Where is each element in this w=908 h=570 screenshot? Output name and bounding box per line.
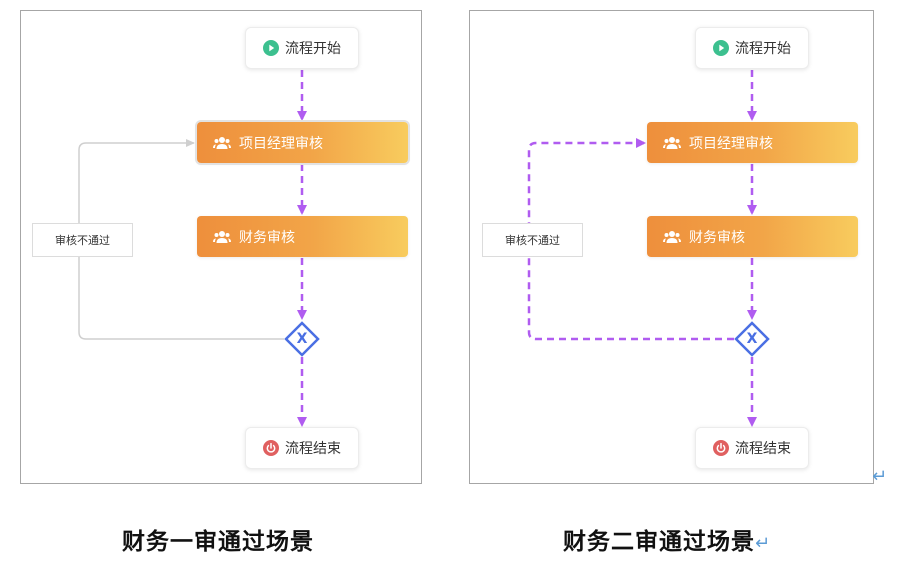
end-label: 流程结束 (285, 441, 341, 457)
caption-left: 财务一审通过场景 (122, 522, 314, 556)
start-node-left[interactable]: 流程开始 (245, 27, 359, 69)
exclusive-gateway-right[interactable]: X (734, 321, 770, 357)
users-icon (663, 230, 681, 244)
reject-label-box-left[interactable]: 审核不通过 (32, 223, 133, 257)
reject-label: 审核不通过 (505, 234, 560, 247)
task-pm-review-right[interactable]: 项目经理审核 (647, 122, 858, 163)
task-label: 项目经理审核 (689, 135, 773, 152)
gateway-label: X (746, 331, 758, 347)
start-label: 流程开始 (735, 41, 791, 57)
end-label: 流程结束 (735, 441, 791, 457)
task-label: 项目经理审核 (239, 135, 323, 152)
power-icon (263, 440, 279, 456)
power-icon (713, 440, 729, 456)
task-label: 财务审核 (239, 229, 295, 246)
users-icon (663, 136, 681, 150)
reject-label-box-right[interactable]: 审核不通过 (482, 223, 583, 257)
gateway-label: X (296, 331, 308, 347)
reject-label: 审核不通过 (55, 234, 110, 247)
caption-right: 财务二审通过场景↵ (563, 522, 771, 556)
users-icon (213, 230, 231, 244)
exclusive-gateway-left[interactable]: X (284, 321, 320, 357)
end-node-left[interactable]: 流程结束 (245, 427, 359, 469)
end-node-right[interactable]: 流程结束 (695, 427, 809, 469)
start-node-right[interactable]: 流程开始 (695, 27, 809, 69)
users-icon (213, 136, 231, 150)
caption-text: 财务二审通过场景 (563, 529, 755, 555)
return-mark: ↵ (755, 533, 772, 554)
play-circle-icon (713, 40, 729, 56)
exclusive-gateway-icon (284, 321, 320, 357)
play-circle-icon (263, 40, 279, 56)
start-label: 流程开始 (285, 41, 341, 57)
task-finance-review-left[interactable]: 财务审核 (197, 216, 408, 257)
caption-text: 财务一审通过场景 (122, 529, 314, 555)
task-pm-review-left[interactable]: 项目经理审核 (197, 122, 408, 163)
corner-return-mark: ↵ (872, 466, 888, 487)
exclusive-gateway-icon (734, 321, 770, 357)
task-finance-review-right[interactable]: 财务审核 (647, 216, 858, 257)
task-label: 财务审核 (689, 229, 745, 246)
